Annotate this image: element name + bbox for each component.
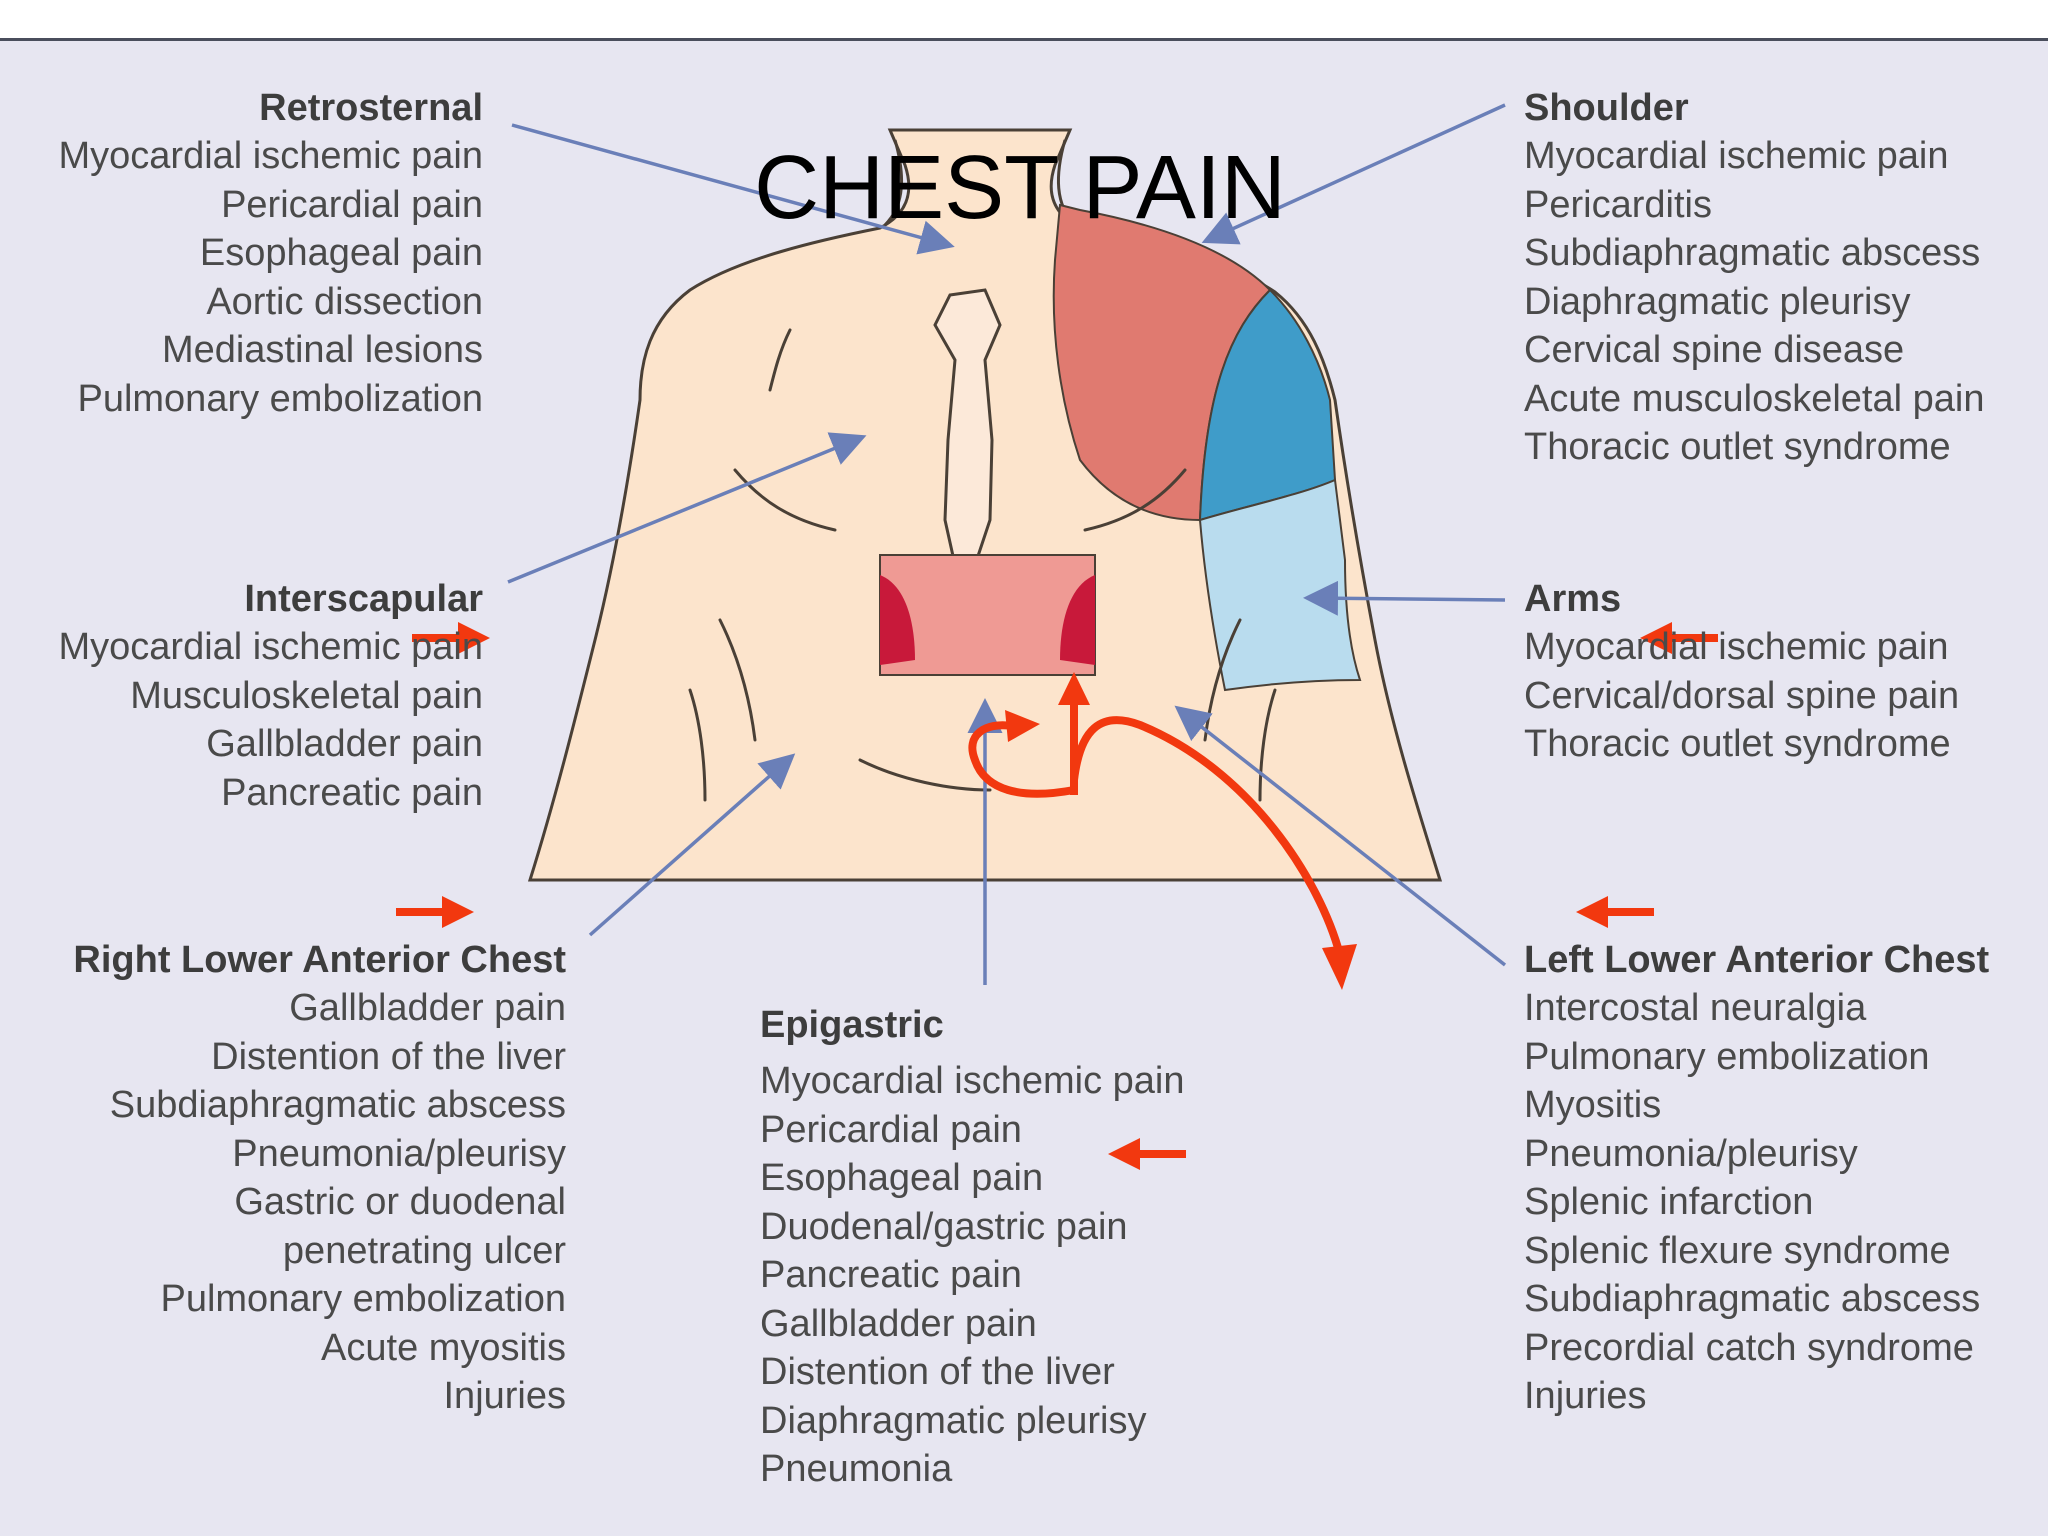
retrosternal-heading: Retrosternal (259, 87, 483, 129)
epigastric-left-side (880, 575, 915, 665)
list-item: Pulmonary embolization (160, 1278, 566, 1320)
left-lower-anterior-chest-list: Intercostal neuralgia Pulmonary emboliza… (1524, 984, 1989, 1421)
list-item: Acute myositis (321, 1326, 566, 1369)
arms-pointer (1303, 580, 1506, 616)
list-item: Myocardial ischemic pain (760, 1060, 1185, 1102)
shoulder-pointer (1201, 103, 1506, 245)
retrosternal-group: Retrosternal Myocardial ischemic pain Pe… (59, 84, 484, 423)
muscle-contours (688, 328, 1277, 802)
list-item: Subdiaphragmatic abscess (1524, 1278, 1981, 1320)
list-item: Cervical spine disease (1524, 329, 1905, 371)
list-item: Subdiaphragmatic abscess (1524, 232, 1981, 274)
interscapular-red-arrow (412, 622, 490, 654)
list-item: Duodenal/gastric pain (760, 1205, 1128, 1248)
retrosternal-list: Myocardial ischemic pain Pericardial pai… (59, 132, 484, 423)
list-item: Thoracic outlet syndrome (1524, 426, 1951, 468)
arms-list: Myocardial ischemic pain Cervical/dorsal… (1524, 623, 1959, 769)
list-item: Acute musculoskeletal pain (1524, 377, 1985, 420)
list-item: Injuries (1524, 1375, 1647, 1417)
list-item: Pneumonia/pleurisy (232, 1132, 566, 1175)
list-item: Pulmonary embolization (77, 377, 483, 420)
epigastric-region (879, 554, 1096, 676)
left-lower-chest-pointer (1174, 705, 1507, 967)
right-lower-anterior-chest-heading: Right Lower Anterior Chest (73, 939, 566, 981)
arms-group: Arms Myocardial ischemic pain Cervical/d… (1524, 575, 1959, 769)
epigastric-heading: Epigastric (760, 1004, 944, 1046)
list-item: penetrating ulcer (282, 1229, 566, 1272)
right-lower-anterior-chest-group: Right Lower Anterior Chest Gallbladder p… (73, 936, 566, 1421)
list-item: Splenic flexure syndrome (1524, 1229, 1951, 1272)
list-item: Gallbladder pain (289, 987, 566, 1029)
list-item: Myositis (1524, 1084, 1662, 1126)
list-item: Esophageal pain (199, 232, 483, 274)
list-item: Gastric or duodenal (234, 1181, 566, 1223)
list-item: Esophageal pain (760, 1157, 1044, 1199)
list-item: Myocardial ischemic pain (58, 135, 484, 177)
right-lower-anterior-chest-list: Gallbladder pain Distention of the liver… (73, 984, 566, 1421)
list-item: Myocardial ischemic pain (1524, 626, 1949, 668)
neck-line-left (883, 139, 904, 227)
epigastric-group: Epigastric Myocardial ischemic pain Peri… (760, 1001, 1185, 1494)
slide-title: CHEST PAIN (754, 138, 1286, 238)
arms-heading: Arms (1524, 578, 1622, 620)
list-item: Pneumonia (760, 1448, 953, 1490)
interscapular-heading: Interscapular (244, 578, 483, 620)
interscapular-group: Interscapular Myocardial ischemic pain M… (59, 575, 484, 817)
shoulder-heading: Shoulder (1524, 87, 1689, 129)
radiating-pain-curve (968, 672, 1357, 990)
top-divider (0, 38, 2048, 41)
right-lower-chest-red-arrow (396, 896, 474, 928)
retrosternal-pointer (511, 123, 955, 255)
list-item: Distention of the liver (211, 1035, 566, 1078)
list-item: Diaphragmatic pleurisy (1524, 280, 1911, 323)
left-lower-anterior-chest-heading: Left Lower Anterior Chest (1524, 939, 1990, 981)
list-item: Aortic dissection (206, 280, 483, 323)
list-item: Pancreatic pain (760, 1254, 1022, 1296)
list-item: Precordial catch syndrome (1524, 1326, 1974, 1369)
list-item: Cervical/dorsal spine pain (1524, 674, 1960, 717)
arms-red-arrow (1640, 622, 1718, 654)
annotation-arrows (396, 622, 1718, 1170)
list-item: Gallbladder pain (760, 1302, 1037, 1345)
list-item: Pulmonary embolization (1524, 1035, 1930, 1078)
list-item: Thoracic outlet syndrome (1524, 723, 1951, 765)
list-item: Distention of the liver (760, 1351, 1115, 1393)
list-item: Pneumonia/pleurisy (1524, 1132, 1858, 1175)
shoulder-list: Myocardial ischemic pain Pericarditis Su… (1524, 132, 1984, 472)
right-lower-chest-pointer (588, 753, 796, 937)
left-lower-anterior-chest-group: Left Lower Anterior Chest Intercostal ne… (1524, 936, 1989, 1421)
shoulder-group: Shoulder Myocardial ischemic pain Perica… (1524, 84, 1984, 472)
list-item: Pericardial pain (221, 183, 483, 226)
list-item: Diaphragmatic pleurisy (760, 1399, 1147, 1442)
interscapular-pointer (507, 432, 867, 584)
epigastric-red-arrow (1108, 1138, 1186, 1170)
list-item: Pancreatic pain (221, 771, 483, 814)
list-item: Injuries (443, 1375, 567, 1417)
lower-arm-region (1198, 478, 1362, 692)
list-item: Subdiaphragmatic abscess (109, 1084, 566, 1126)
list-item: Myocardial ischemic pain (1524, 135, 1949, 177)
list-item: Mediastinal lesions (161, 329, 483, 371)
list-item: Gallbladder pain (206, 723, 483, 765)
list-item: Pericardial pain (760, 1108, 1022, 1151)
pointer-lines (507, 103, 1507, 985)
top-band (0, 0, 2048, 40)
interscapular-list: Myocardial ischemic pain Musculoskeletal… (59, 623, 484, 817)
list-item: Myocardial ischemic pain (58, 626, 484, 668)
list-item: Musculoskeletal pain (130, 674, 483, 717)
list-item: Pericarditis (1524, 183, 1712, 226)
epigastric-list: Myocardial ischemic pain Pericardial pai… (760, 1057, 1185, 1494)
epigastric-right-side (1060, 575, 1095, 665)
list-item: Splenic infarction (1524, 1181, 1814, 1223)
list-item: Intercostal neuralgia (1524, 987, 1867, 1029)
left-lower-chest-red-arrow (1576, 896, 1654, 928)
